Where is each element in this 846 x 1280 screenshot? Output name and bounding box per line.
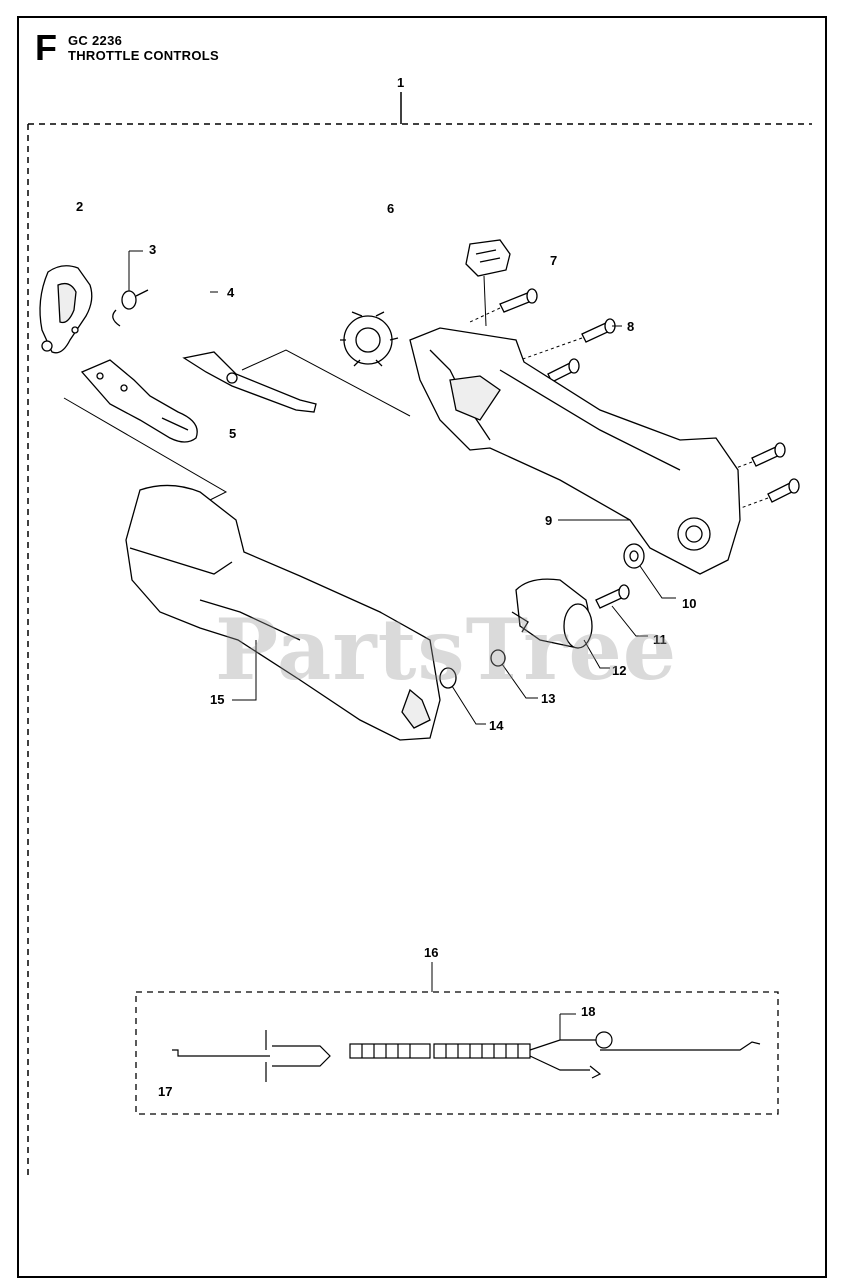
part-8-screws — [499, 288, 800, 503]
callout-18: 18 — [581, 1004, 596, 1019]
model-number: GC 2236 — [68, 33, 123, 48]
callout-8: 8 — [627, 319, 635, 334]
part-11-screw — [595, 584, 630, 609]
part-17-throttle-cable — [172, 1030, 761, 1082]
assembly-boundary — [27, 123, 812, 1175]
section-letter: F — [35, 27, 57, 68]
diagram-title: THROTTLE CONTROLS — [68, 48, 219, 63]
part-6-drive-gear — [340, 311, 399, 367]
callout-15: 15 — [210, 692, 225, 707]
leader-13 — [501, 663, 538, 699]
watermark-text: PartsTree — [215, 600, 678, 699]
page-border — [17, 16, 827, 1278]
callout-3: 3 — [149, 242, 157, 257]
leader-11 — [611, 605, 648, 637]
callout-17: 17 — [158, 1084, 173, 1099]
callout-9: 9 — [545, 513, 553, 528]
subassembly-lines — [63, 349, 411, 501]
leader-12 — [583, 639, 610, 669]
part-5-throttle-lever — [80, 359, 198, 443]
callout-12: 12 — [612, 663, 627, 678]
part-3-spring — [112, 289, 149, 327]
part-7-clip — [465, 239, 511, 277]
callout-6: 6 — [387, 201, 395, 216]
callout-10: 10 — [682, 596, 697, 611]
callout-4: 4 — [227, 285, 235, 300]
leader-18 — [559, 1013, 576, 1040]
part-15-handle-shell — [125, 484, 441, 741]
part-10-nut — [623, 543, 645, 569]
callout-1: 1 — [397, 75, 405, 90]
leader-10 — [639, 565, 676, 599]
part-14-nut — [439, 667, 457, 689]
callout-7: 7 — [550, 253, 558, 268]
callout-5: 5 — [229, 426, 237, 441]
part-13-nut — [490, 649, 506, 667]
callout-2: 2 — [76, 199, 84, 214]
callout-16: 16 — [424, 945, 439, 960]
leader-14 — [451, 685, 486, 725]
part-4-throttle-rod — [182, 351, 317, 413]
part-2-trigger-housing — [39, 265, 93, 354]
part-12-clamp — [511, 578, 593, 649]
part-9-handle-half — [409, 327, 741, 575]
leader-15 — [232, 640, 257, 701]
cable-assembly-boundary — [135, 991, 779, 1115]
callout-14: 14 — [489, 718, 504, 733]
callout-11: 11 — [653, 632, 667, 647]
callout-13: 13 — [541, 691, 556, 706]
